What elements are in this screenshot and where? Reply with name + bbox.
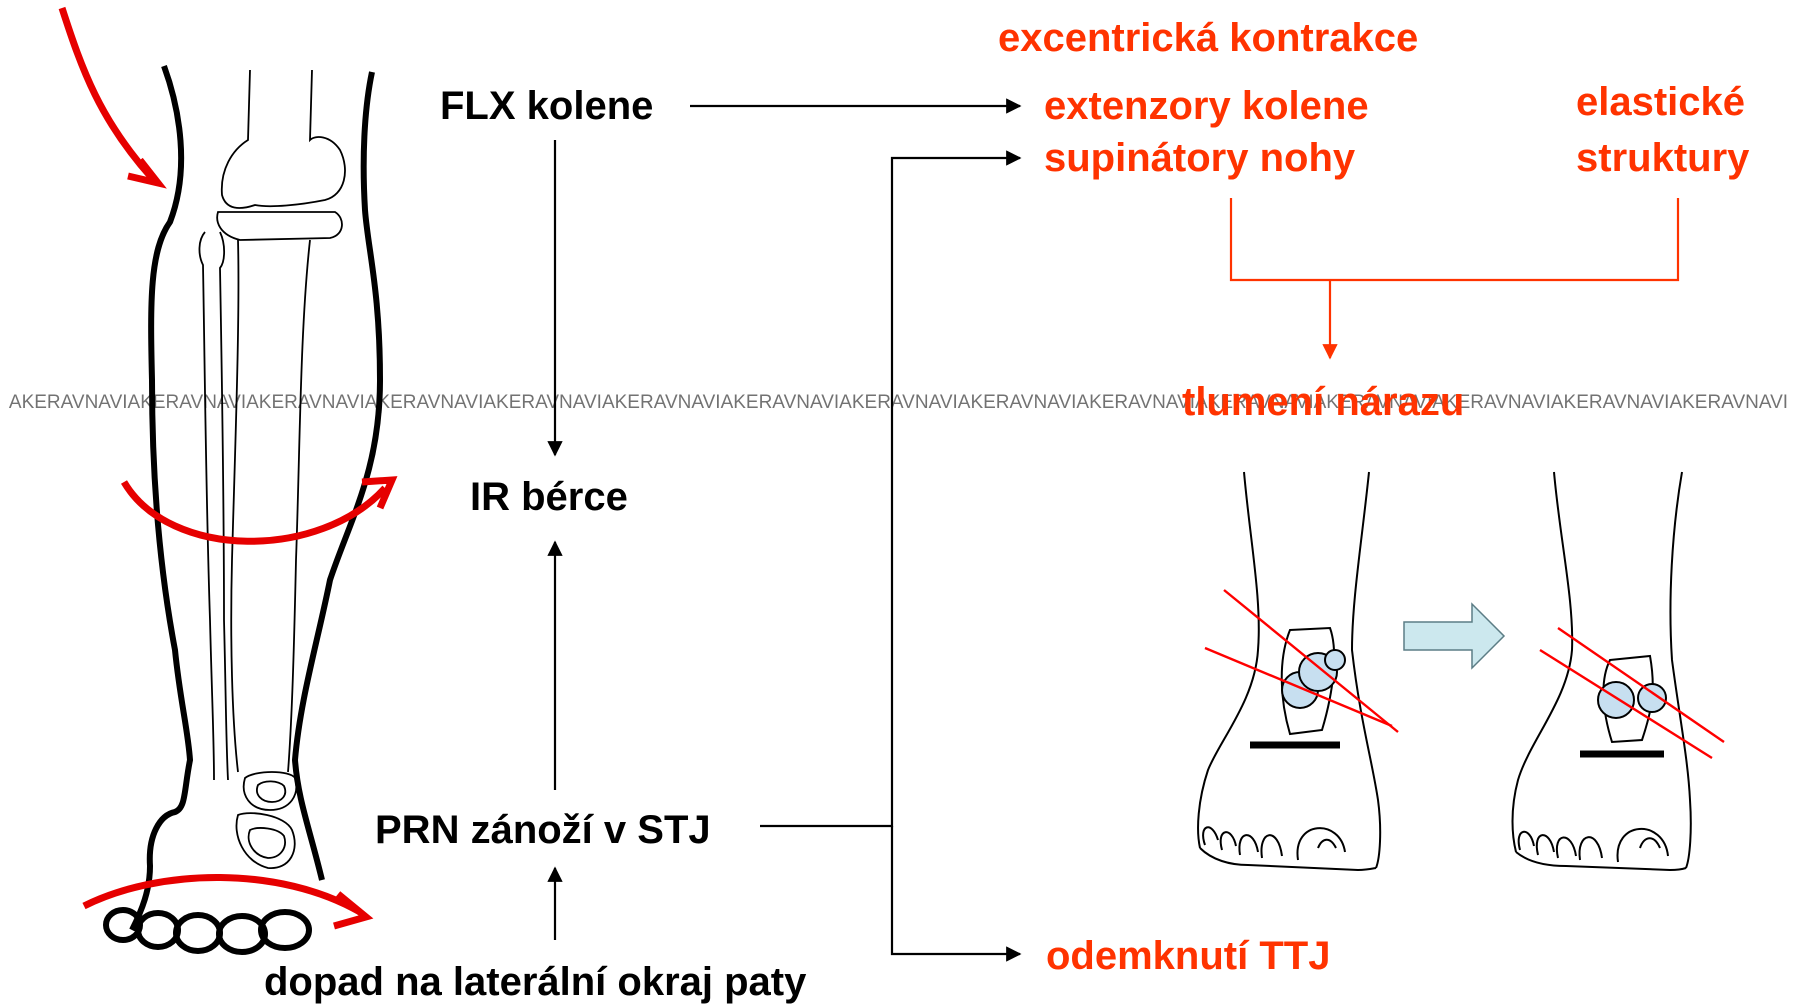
foot-illustration-left <box>1198 472 1398 870</box>
label-extenzory-kolene: extenzory kolene <box>1044 84 1369 128</box>
arrow-prn-to-odemknuti <box>892 826 1020 954</box>
toes-outline <box>106 910 309 952</box>
foot-illustration-right <box>1513 472 1725 870</box>
red-arrow-foot <box>84 877 360 912</box>
label-struktury: struktury <box>1576 136 1749 180</box>
label-ir-berce: IR bérce <box>470 475 628 519</box>
arrow-prn-to-supinatory <box>760 158 1020 826</box>
bones-outline <box>199 70 345 868</box>
label-supinatory-nohy: supinátory nohy <box>1044 136 1355 180</box>
label-elasticke: elastické <box>1576 80 1745 124</box>
label-flx-kolene: FLX kolene <box>440 84 653 128</box>
label-prn-zanozi: PRN zánoží v STJ <box>375 808 711 852</box>
watermark: AKERAVNAVIAKERAVNAVIAKERAVNAVIAKERAVNAVI… <box>0 392 1797 414</box>
label-dopad: dopad na laterální okraj paty <box>264 960 806 1004</box>
transition-arrow <box>1404 604 1504 668</box>
label-tlumeni-narazu: tlumení nárazu <box>1182 380 1464 424</box>
label-odemknuti-ttj: odemknutí TTJ <box>1046 934 1330 978</box>
bracket-muscles-elastic <box>1231 198 1678 280</box>
red-arrow-thigh <box>62 8 152 178</box>
leg-illustration <box>62 8 392 952</box>
label-excentricka-kontrakce: excentrická kontrakce <box>998 16 1418 60</box>
red-connectors <box>1231 198 1678 358</box>
